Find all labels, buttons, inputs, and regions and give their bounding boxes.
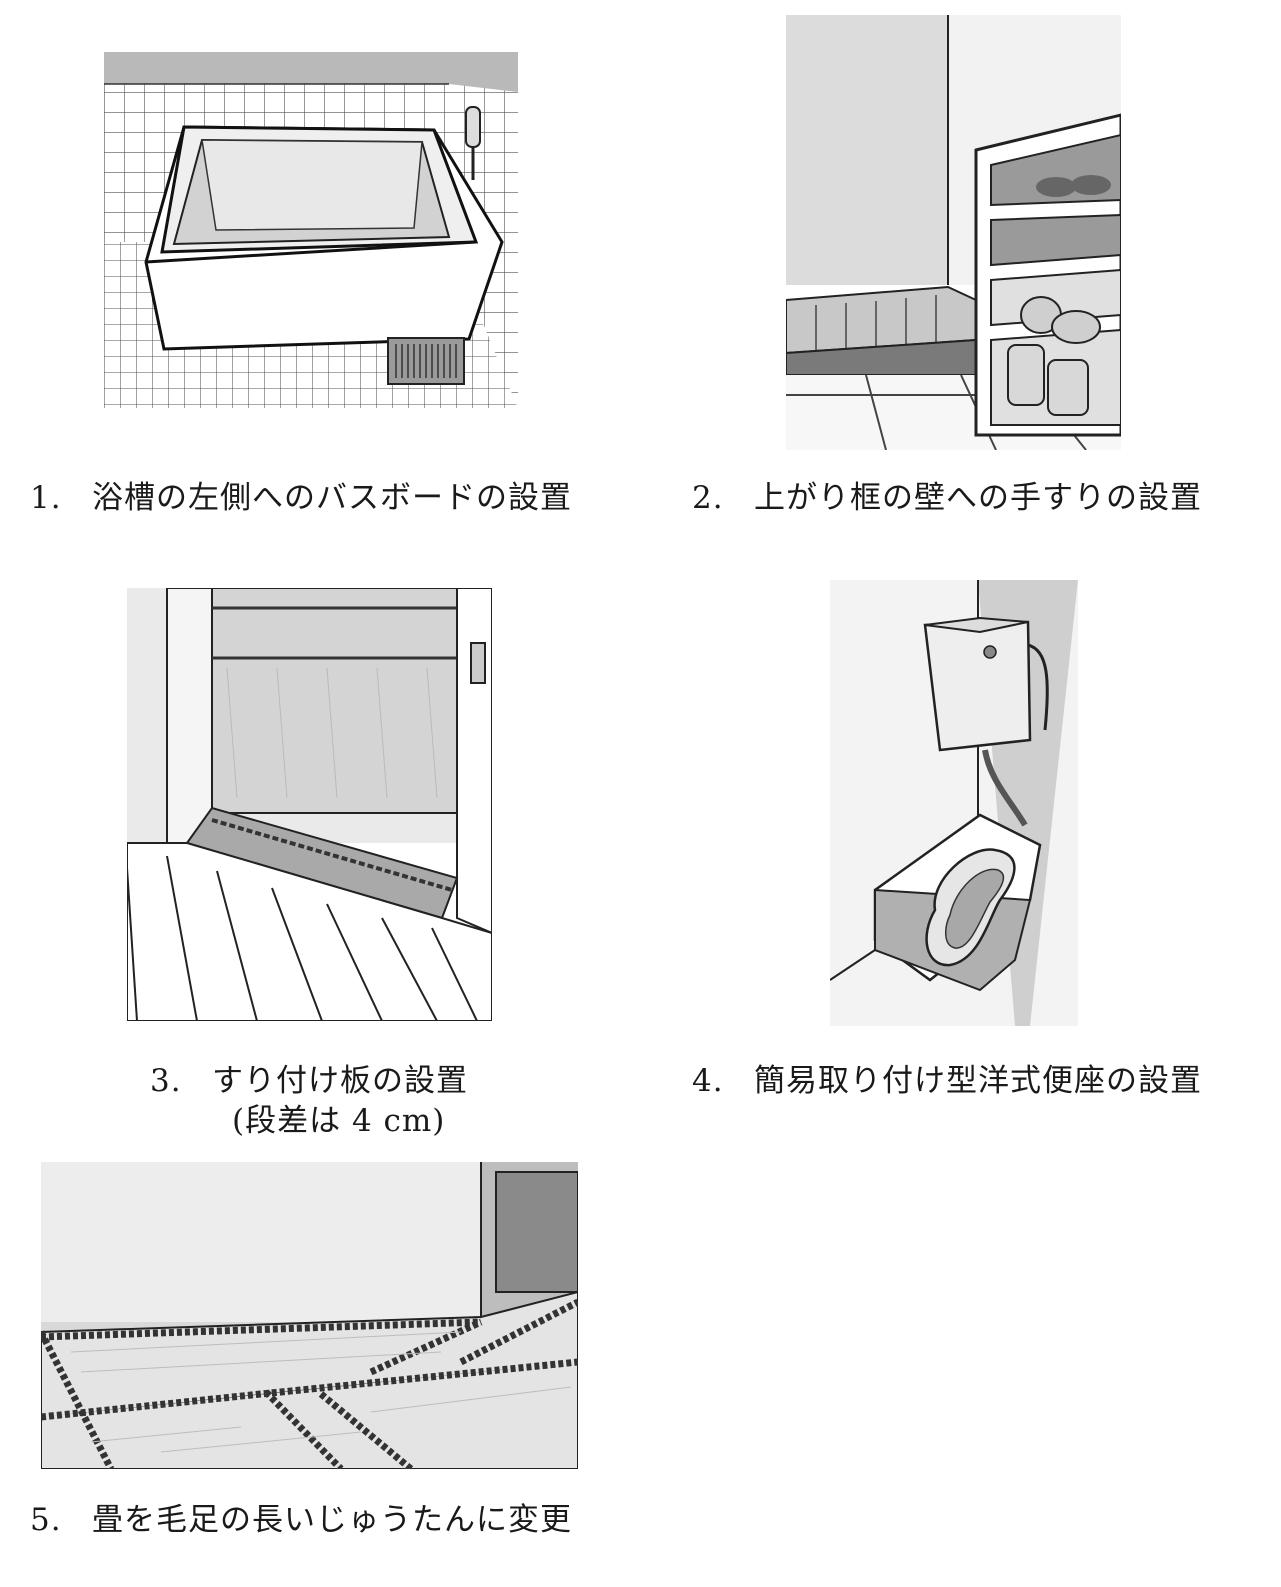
item-2-caption: 2. 上がり框の壁への手すりの設置 (692, 478, 1202, 518)
illustration-entrance-step (786, 15, 1121, 450)
item-5-caption: 5. 畳を毛足の長いじゅうたんに変更 (30, 1500, 572, 1540)
illustration-threshold-ramp (127, 588, 492, 1021)
item-1-text: 浴槽の左側へのバスボードの設置 (92, 480, 572, 516)
item-2-number: 2. (692, 480, 724, 516)
illustration-bathtub (104, 52, 518, 408)
item-3-text: すり付け板の設置 (212, 1063, 468, 1099)
item-3-caption: 3. すり付け板の設置 (150, 1061, 468, 1101)
item-2-text: 上がり框の壁への手すりの設置 (754, 480, 1202, 516)
item-3-number: 3. (150, 1063, 182, 1099)
illustration-tatami (41, 1162, 578, 1469)
item-5-number: 5. (30, 1502, 62, 1538)
item-4-text: 簡易取り付け型洋式便座の設置 (754, 1063, 1202, 1099)
item-4-number: 4. (692, 1063, 724, 1099)
item-1-caption: 1. 浴槽の左側へのバスボードの設置 (30, 478, 572, 518)
item-5-text: 畳を毛足の長いじゅうたんに変更 (92, 1502, 572, 1538)
item-1-number: 1. (30, 480, 62, 516)
item-3-note: (段差は 4 cm) (232, 1103, 446, 1139)
illustration-toilet (830, 580, 1078, 1026)
item-4-caption: 4. 簡易取り付け型洋式便座の設置 (692, 1061, 1202, 1101)
